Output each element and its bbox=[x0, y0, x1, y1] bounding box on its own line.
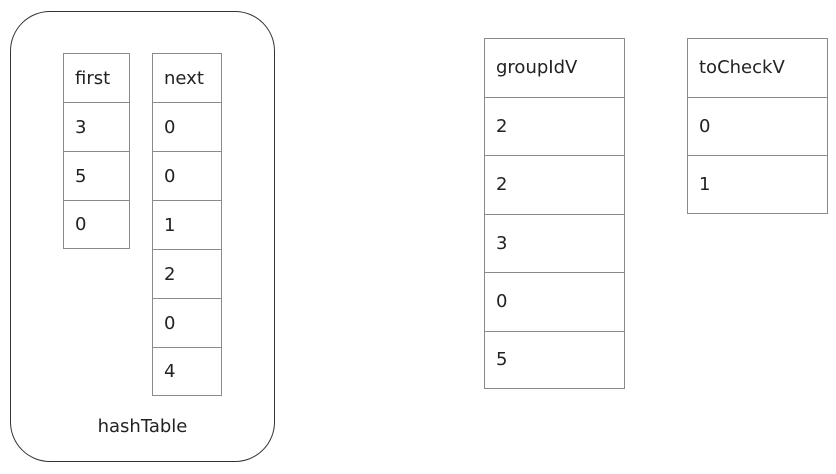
group-id-v-cell: 2 bbox=[485, 96, 624, 156]
to-check-v-header: toCheckV bbox=[688, 38, 827, 97]
to-check-v-cell: 1 bbox=[688, 155, 827, 214]
to-check-v-array: toCheckV 0 1 bbox=[687, 38, 828, 214]
first-cell: 3 bbox=[64, 102, 129, 151]
to-check-v-cell: 0 bbox=[688, 96, 827, 156]
first-cell: 5 bbox=[64, 151, 129, 200]
first-header: first bbox=[64, 53, 129, 102]
next-array: next 0 0 1 2 0 4 bbox=[152, 53, 222, 396]
next-cell: 0 bbox=[153, 151, 221, 200]
next-cell: 0 bbox=[153, 102, 221, 151]
hash-table-container: hashTable bbox=[10, 11, 275, 462]
group-id-v-cell: 3 bbox=[485, 213, 624, 273]
next-cell: 2 bbox=[153, 249, 221, 298]
hash-table-label: hashTable bbox=[97, 416, 188, 437]
group-id-v-array: groupIdV 2 2 3 0 5 bbox=[484, 38, 625, 389]
first-array: first 3 5 0 bbox=[63, 53, 130, 249]
group-id-v-cell: 2 bbox=[485, 155, 624, 214]
group-id-v-cell: 5 bbox=[485, 330, 624, 389]
group-id-v-header: groupIdV bbox=[485, 38, 624, 97]
next-cell: 1 bbox=[153, 200, 221, 249]
next-cell: 4 bbox=[153, 347, 221, 396]
next-header: next bbox=[153, 53, 221, 102]
next-cell: 0 bbox=[153, 298, 221, 347]
group-id-v-cell: 0 bbox=[485, 272, 624, 331]
first-cell: 0 bbox=[64, 200, 129, 249]
